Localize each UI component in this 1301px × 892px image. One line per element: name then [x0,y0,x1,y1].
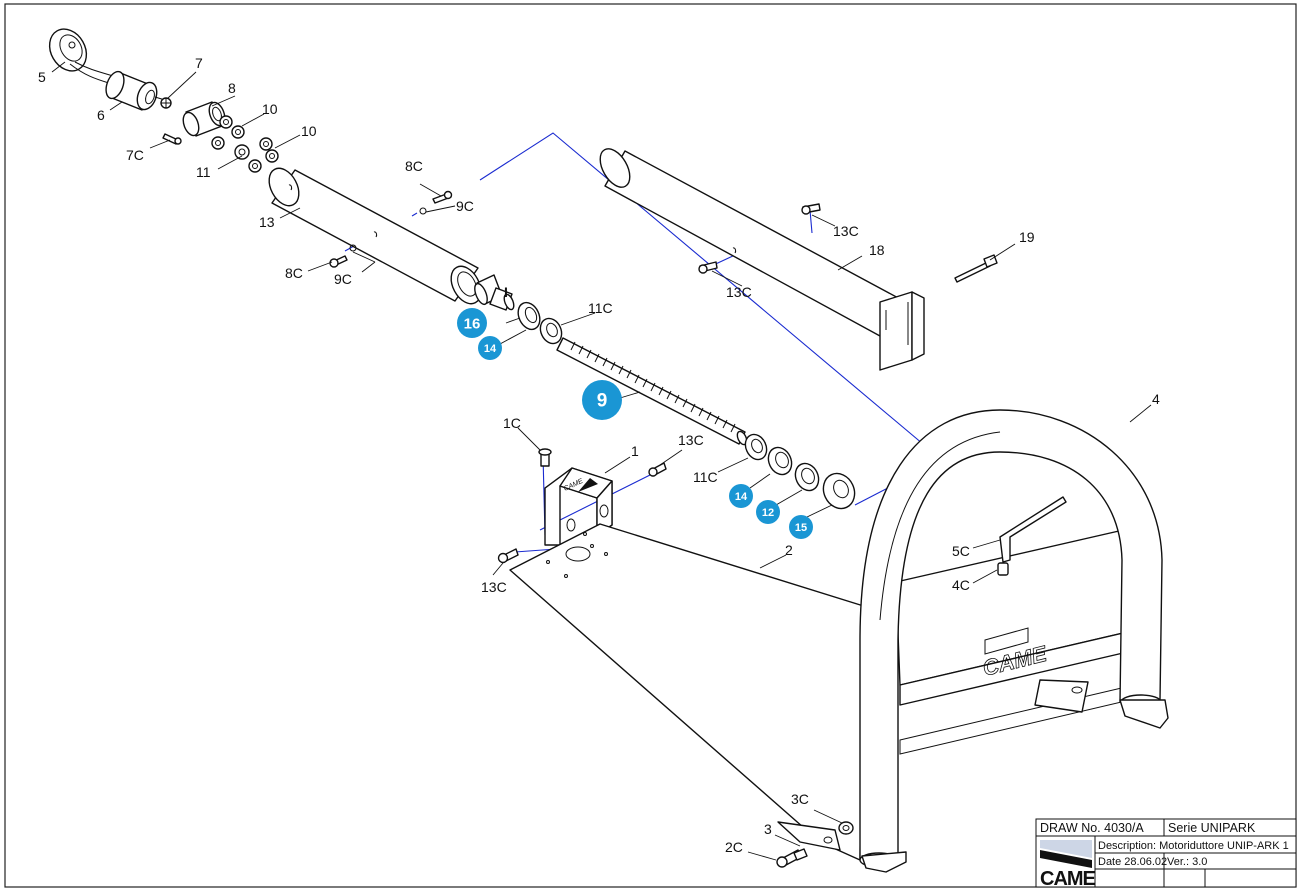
barrier-frame-box: CAME [895,527,1137,755]
bearing-11c-upper [539,317,563,345]
label-11c-bottom: 11C [693,469,718,485]
badge-14-upper: 14 [478,336,502,360]
label-10-a: 10 [262,101,278,117]
badge-12: 12 [756,500,780,524]
motor-end-cap [48,28,88,72]
screw-7c [162,133,182,145]
screw-13c-top [801,203,821,215]
svg-text:14: 14 [484,343,497,355]
motor-pinion [160,97,172,109]
washer-9c-top [419,207,427,215]
screw-13c-mid [698,261,718,274]
base-plate-2 [509,523,871,861]
electric-motor [105,70,166,111]
svg-text:15: 15 [795,522,807,534]
outer-tube-18 [599,148,925,371]
motor-bracket-1: CAME [544,467,613,546]
badge-9: 9 [582,380,622,420]
washer-9c-bottom [349,244,357,252]
ring-12 [794,462,820,492]
label-11c-top: 11C [588,300,613,316]
serie: Serie UNIPARK [1168,821,1256,835]
hoop-tube-4 [859,409,1169,873]
label-1c: 1C [503,415,521,431]
screw-2c [776,848,808,868]
label-9c-top: 9C [456,198,474,214]
label-13c-mid: 13C [726,284,752,300]
label-18: 18 [869,242,885,258]
label-8c-top: 8C [405,158,423,174]
badge-15: 15 [789,515,813,539]
ring-14-lower [767,446,793,476]
gear-set-10-11 [211,115,279,173]
lead-screw-9 [556,337,748,446]
label-6: 6 [97,107,105,123]
screw-8c-top [432,190,453,204]
bearing-11c-lower [744,433,768,461]
label-13c-top: 13C [833,223,859,239]
label-10-b: 10 [301,123,317,139]
label-4: 4 [1152,391,1160,407]
label-2c: 2C [725,839,743,855]
svg-text:9: 9 [597,391,608,412]
label-5: 5 [38,69,46,85]
ring-14-upper [517,301,541,331]
nut-16 [474,274,515,311]
label-7: 7 [195,55,203,71]
base-lug-3 [777,821,841,851]
callout-badges: 16 14 9 14 12 15 [457,308,813,539]
screw-1c [538,448,552,467]
label-13c-base: 13C [481,579,507,595]
label-13c-bracket: 13C [678,432,704,448]
came-logo: CAME [1040,840,1097,890]
svg-text:CAME: CAME [1040,868,1096,890]
leader-lines [51,61,1152,861]
label-3: 3 [764,821,772,837]
draw-number: DRAW No. 4030/A [1040,821,1144,835]
label-2: 2 [785,542,793,558]
version: Ver.: 3.0 [1167,856,1207,868]
label-5c: 5C [952,543,970,559]
label-marker: I [504,284,508,300]
date: Date 28.06.02 [1098,856,1167,868]
allen-key-5c [999,496,1067,563]
label-8c-bottom: 8C [285,265,303,281]
label-3c: 3C [791,791,809,807]
label-11: 11 [196,164,211,180]
description: Description: Motoriduttore UNIP-ARK 1 [1098,840,1289,852]
collar-15 [822,472,856,510]
motor-tube-13 [268,167,482,305]
label-1: 1 [631,443,639,459]
badge-16: 16 [457,308,487,338]
label-19: 19 [1019,229,1035,245]
nut-3c [838,821,854,835]
screw-8c-bottom [329,255,348,268]
badge-14-lower: 14 [729,484,753,508]
screw-13c-base [497,548,519,564]
title-block: DRAW No. 4030/A Serie UNIPARK Descriptio… [1035,818,1297,890]
label-13: 13 [259,214,275,230]
grub-screw-4c [997,562,1009,576]
drawing-frame [4,3,1297,888]
svg-text:12: 12 [762,507,774,519]
label-8: 8 [228,80,236,96]
label-4c: 4C [952,577,970,593]
part-labels: 5 6 7 7C 8 10 10 11 13 8C 9C 8C 9C 13C 1… [38,55,1160,855]
svg-text:16: 16 [464,316,481,333]
screw-13c-bracket [648,462,667,477]
label-7c: 7C [126,147,144,163]
svg-text:14: 14 [735,491,748,503]
label-9c-bottom: 9C [334,271,352,287]
